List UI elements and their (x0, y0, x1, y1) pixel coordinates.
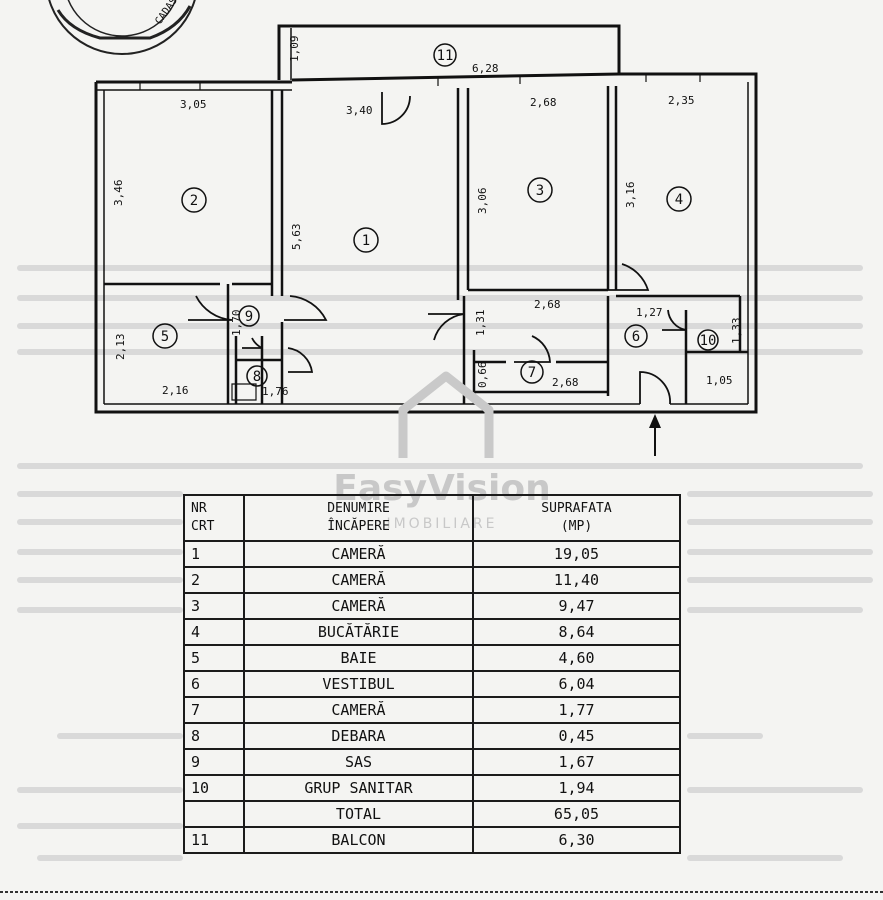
interior-walls (104, 86, 748, 404)
row-nr: 6 (183, 670, 245, 698)
row-nr: 3 (183, 592, 245, 620)
table-row: 2 CAMERĂ 11,40 (183, 566, 681, 594)
table-row: 6 VESTIBUL 6,04 (183, 670, 681, 698)
dim-room2-height: 3,46 (112, 180, 125, 207)
room-number-11: 11 (437, 48, 454, 64)
background-scan-text (17, 265, 873, 861)
window-marks (139, 74, 701, 90)
dim-room8-width: 1,76 (262, 385, 289, 398)
table-row: 8 DEBARA 0,45 (183, 722, 681, 750)
dim-room6-width: 1,27 (636, 306, 663, 319)
header-area: SUPRAFATA (MP) (472, 494, 681, 542)
dim-room4-height: 3,16 (624, 182, 637, 209)
row-nr: 5 (183, 644, 245, 672)
table-row: 5 BAIE 4,60 (183, 644, 681, 672)
row-nr: 8 (183, 722, 245, 750)
room-area-table: NR CRT DENUMIRE ÎNCĂPERE SUPRAFATA (MP) … (183, 494, 681, 854)
dim-room7-width: 2,68 (552, 376, 579, 389)
row-nr: 9 (183, 748, 245, 776)
row-area: 1,94 (472, 774, 681, 802)
table-row: 3 CAMERĂ 9,47 (183, 592, 681, 620)
row-nr: 1 (183, 540, 245, 568)
door-swings (188, 92, 687, 405)
dim-room4-width: 2,35 (668, 94, 695, 107)
row-area: 8,64 (472, 618, 681, 646)
dim-room2-width: 3,05 (180, 98, 207, 111)
table-row: 11 BALCON 6,30 (183, 826, 681, 854)
table-row: 4 BUCĂTĂRIE 8,64 (183, 618, 681, 646)
room-number-2: 2 (190, 193, 198, 209)
row-area: 0,45 (472, 722, 681, 750)
dim-room1-top: 3,40 (346, 104, 373, 117)
row-name: CAMERĂ (243, 592, 474, 620)
row-area: 19,05 (472, 540, 681, 568)
dimension-labels: 6,28 1,09 3,05 3,46 3,40 5,63 2,68 3,06 … (112, 36, 743, 399)
room-number-8: 8 (253, 369, 261, 385)
cadastre-stamp: CADASTRU, GEODEZ (48, 0, 218, 55)
dim-balcony-width: 6,28 (472, 62, 499, 75)
dim-room7-height: 1,31 (474, 310, 487, 337)
table-row: 1 CAMERĂ 19,05 (183, 540, 681, 568)
row-nr (183, 800, 245, 828)
table-row: 9 SAS 1,67 (183, 748, 681, 776)
row-area: 4,60 (472, 644, 681, 672)
row-name: SAS (243, 748, 474, 776)
row-area: 1,77 (472, 696, 681, 724)
row-nr: 11 (183, 826, 245, 854)
row-area: 1,67 (472, 748, 681, 776)
dim-room3-width: 2,68 (530, 96, 557, 109)
header-name: DENUMIRE ÎNCĂPERE (243, 494, 474, 542)
row-nr: 2 (183, 566, 245, 594)
dim-room10-height: 1,33 (730, 318, 743, 345)
dim-room7-side: 0,66 (476, 362, 489, 389)
row-name: CAMERĂ (243, 540, 474, 568)
row-area: 9,47 (472, 592, 681, 620)
table-header-row: NR CRT DENUMIRE ÎNCĂPERE SUPRAFATA (MP) (183, 494, 681, 542)
dim-room9-width: 1,70 (230, 310, 243, 337)
entrance-arrow-icon (649, 414, 661, 456)
row-name: TOTAL (243, 800, 474, 828)
row-name: CAMERĂ (243, 566, 474, 594)
row-area: 65,05 (472, 800, 681, 828)
row-name: VESTIBUL (243, 670, 474, 698)
table-total-row: TOTAL 65,05 (183, 800, 681, 828)
row-name: BALCON (243, 826, 474, 854)
row-nr: 10 (183, 774, 245, 802)
dim-room3-bottom: 2,68 (534, 298, 561, 311)
row-area: 11,40 (472, 566, 681, 594)
dim-room5-width: 2,16 (162, 384, 189, 397)
room-number-4: 4 (675, 192, 683, 208)
room-number-10: 10 (700, 333, 717, 349)
room-numbers: 2 1 3 4 5 6 7 8 9 10 11 (152, 43, 719, 387)
outer-walls (94, 72, 758, 414)
table-row: 7 CAMERĂ 1,77 (183, 696, 681, 724)
row-name: BUCĂTĂRIE (243, 618, 474, 646)
dim-room5-height: 2,13 (114, 334, 127, 361)
row-name: CAMERĂ (243, 696, 474, 724)
row-area: 6,30 (472, 826, 681, 854)
row-nr: 7 (183, 696, 245, 724)
room-number-9: 9 (245, 309, 253, 325)
row-area: 6,04 (472, 670, 681, 698)
row-nr: 4 (183, 618, 245, 646)
dim-room3-height: 3,06 (476, 188, 489, 215)
dim-room10-width: 1,05 (706, 374, 733, 387)
header-nr: NR CRT (183, 494, 245, 542)
dim-balcony-depth: 1,09 (288, 36, 301, 63)
room-number-7: 7 (528, 365, 536, 381)
row-name: GRUP SANITAR (243, 774, 474, 802)
room-number-1: 1 (362, 233, 370, 249)
balcony (277, 24, 621, 80)
room-number-3: 3 (536, 183, 544, 199)
room-number-5: 5 (161, 329, 169, 345)
table-row: 10 GRUP SANITAR 1,94 (183, 774, 681, 802)
row-name: DEBARA (243, 722, 474, 750)
row-name: BAIE (243, 644, 474, 672)
room-number-6: 6 (632, 329, 640, 345)
dim-room1-height: 5,63 (290, 224, 303, 251)
